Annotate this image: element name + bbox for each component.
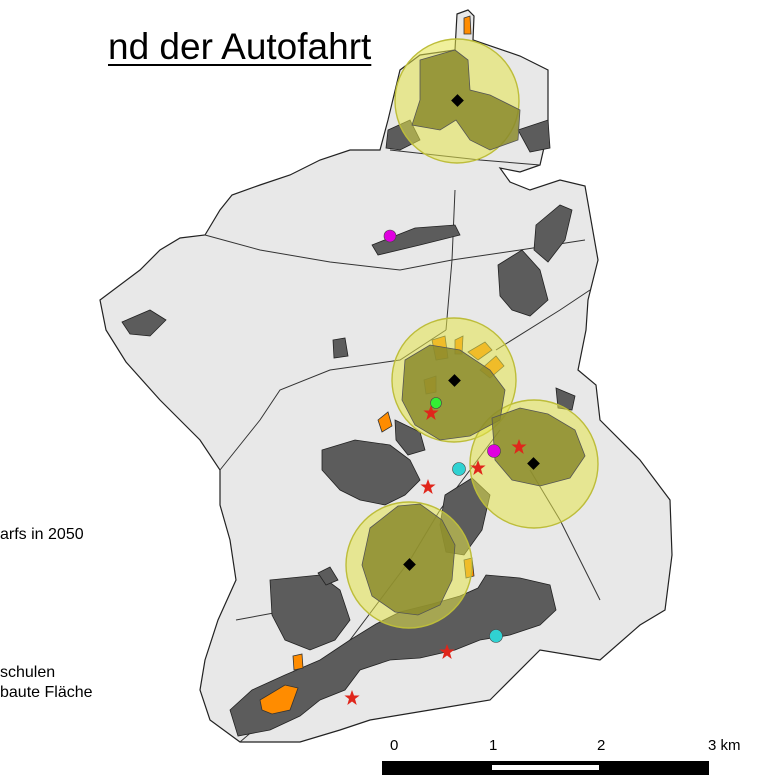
star-icon — [344, 690, 360, 705]
built-up-areas — [121, 119, 576, 737]
diamond-marker — [451, 94, 464, 107]
legend-label-built-area: baute Fläche — [0, 684, 93, 701]
scale-bar — [382, 761, 709, 775]
map-title: nd der Autofahrt — [108, 26, 372, 67]
scale-label-3km: 3 km — [708, 737, 741, 754]
legend-label-schools: schulen — [0, 664, 56, 681]
scale-label-2: 2 — [597, 737, 606, 754]
diamond-marker — [448, 374, 461, 387]
star-icon — [511, 439, 527, 454]
legend-label-demand-2050: arfs in 2050 — [0, 526, 84, 543]
star-markers — [344, 405, 527, 705]
star-icon — [439, 644, 455, 659]
cyan-marker — [489, 629, 503, 643]
scale-label-1: 1 — [489, 737, 498, 754]
cyan-marker — [452, 462, 466, 476]
star-icon — [470, 460, 486, 475]
magenta-marker — [487, 444, 501, 458]
built-areas-in-buffer — [361, 49, 586, 616]
star-icon — [420, 479, 436, 494]
star-icon — [423, 405, 439, 420]
magenta-marker — [383, 229, 397, 243]
green-marker — [430, 397, 442, 409]
municipality-boundary — [99, 9, 673, 743]
scale-label-0: 0 — [390, 737, 399, 754]
point-markers — [383, 229, 503, 643]
